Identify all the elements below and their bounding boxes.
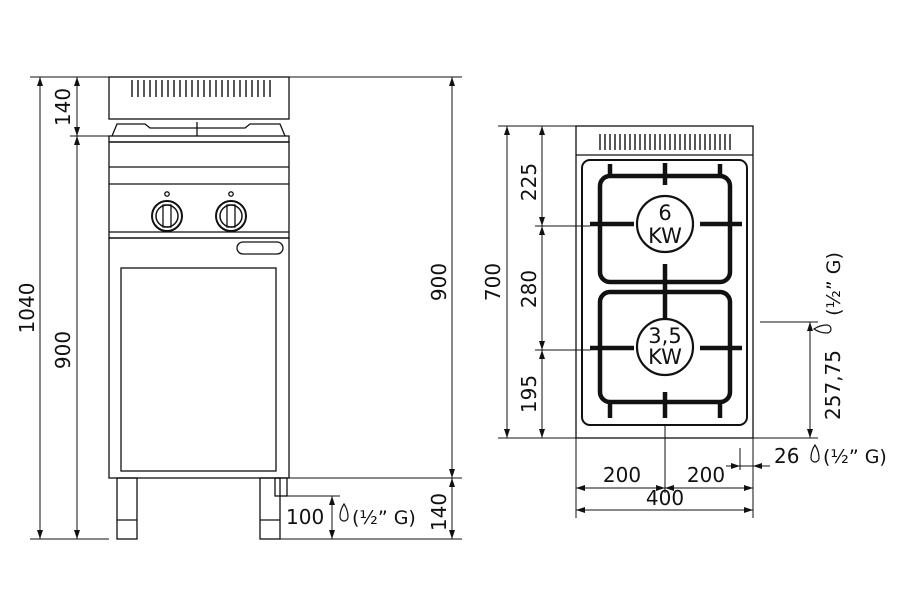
gas-flame-icon	[812, 324, 832, 334]
dim-leg-height: 140	[427, 493, 451, 531]
dim-total-height: 1040	[15, 283, 39, 334]
grid-fingers-rear	[590, 163, 742, 292]
burner-front-unit: KW	[648, 345, 682, 369]
control-panel	[108, 141, 290, 239]
gas-depth: 257,75	[821, 350, 845, 420]
dim-body-height: 900	[51, 331, 75, 369]
gas-connection-thread: (½” G)	[352, 507, 416, 529]
top-view	[575, 125, 754, 439]
cabinet-door	[120, 267, 277, 472]
burner-rear-unit: KW	[648, 224, 682, 248]
pan-supports	[111, 123, 286, 137]
leg-left	[116, 477, 138, 540]
gas-offset-thread: (½” G)	[823, 446, 887, 468]
dim-rear: 225	[517, 163, 541, 201]
front-view-arrowheads	[37, 77, 455, 539]
knob-left	[151, 191, 183, 232]
hob-top-edge	[108, 135, 290, 143]
gas-offset: 26	[774, 444, 799, 468]
dim-middle: 280	[517, 270, 541, 308]
gas-flame-icon	[339, 502, 349, 522]
backsplash	[108, 76, 290, 120]
top-vents	[599, 134, 731, 150]
burner-front-power: 3,5	[648, 324, 681, 348]
width-right: 200	[687, 463, 725, 487]
width-total: 400	[646, 486, 684, 510]
burner-front	[635, 317, 695, 377]
burner-rear	[635, 194, 695, 254]
knob-right	[215, 191, 247, 232]
gas-connection-height: 100	[286, 505, 324, 529]
leg-right	[259, 477, 281, 540]
front-view-dimensions	[30, 76, 462, 540]
front-view	[108, 76, 290, 540]
top-view-arrowheads	[504, 126, 813, 513]
dim-top-height: 140	[51, 88, 75, 126]
gas-pipe	[274, 477, 288, 497]
burner-rear-power: 6	[658, 201, 671, 225]
cabinet	[108, 237, 290, 479]
dim-front: 195	[517, 375, 541, 413]
gas-depth-thread: (½” G)	[823, 252, 845, 316]
backsplash-vents	[131, 80, 271, 97]
dim-depth: 700	[481, 263, 505, 301]
ignition-badge	[236, 241, 284, 255]
dim-body-height-right: 900	[427, 263, 451, 301]
width-left: 200	[603, 463, 641, 487]
grid-fingers-front	[590, 292, 742, 418]
gas-flame-icon	[810, 443, 820, 463]
